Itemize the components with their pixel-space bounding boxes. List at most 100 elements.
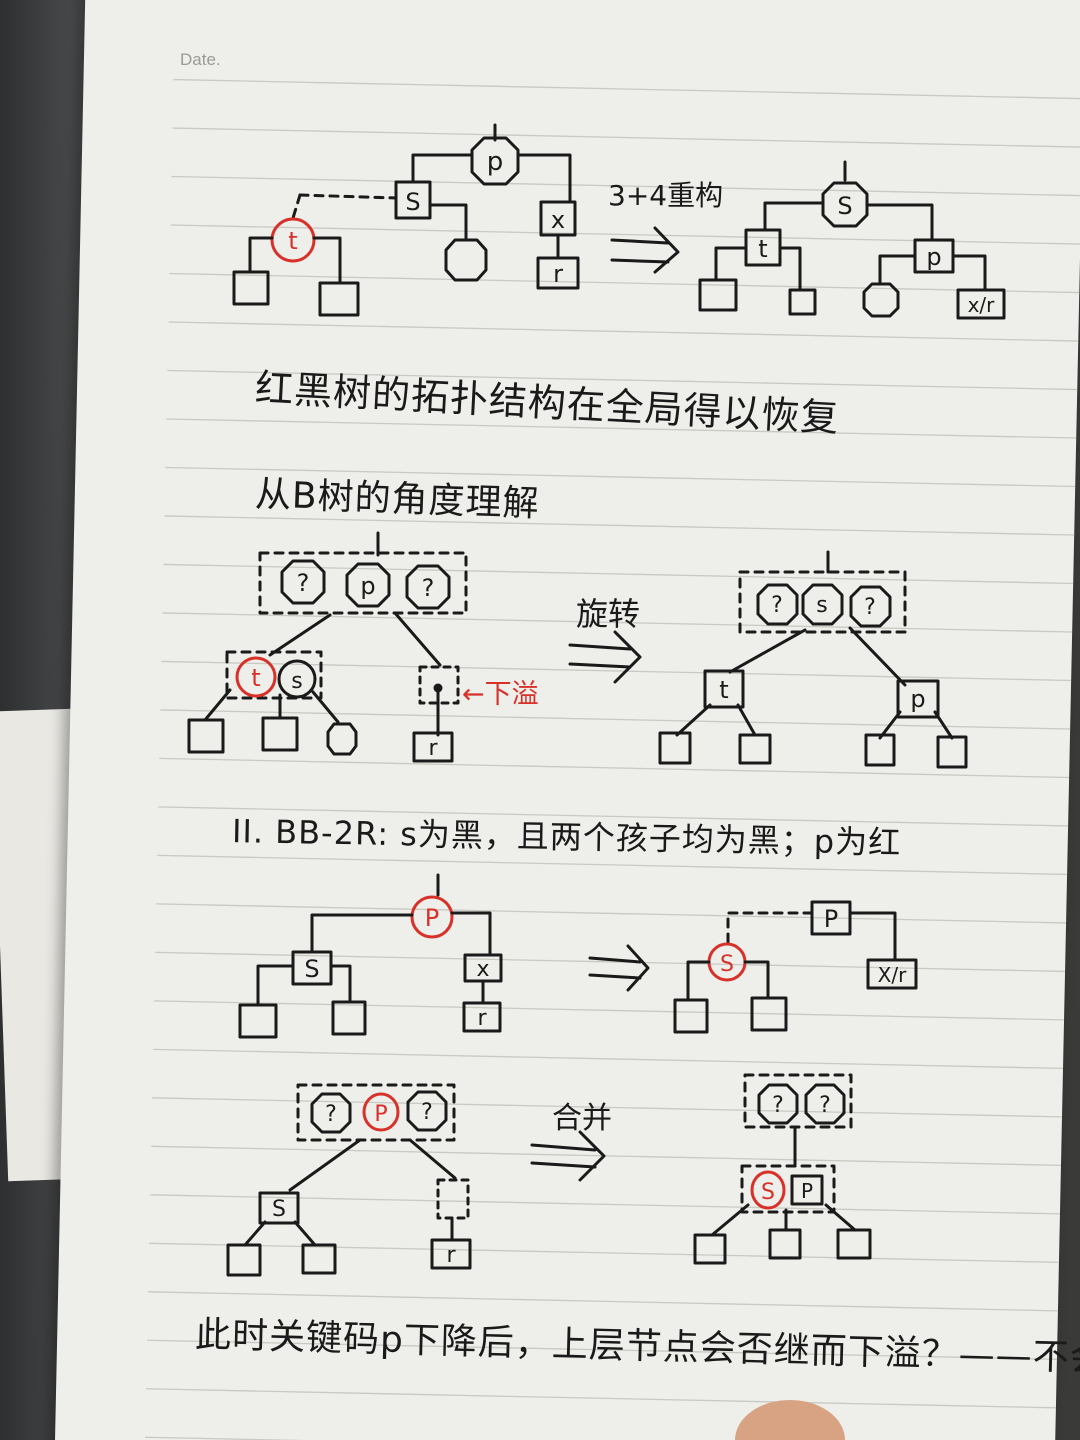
d4-result-q1: ? [772, 1093, 784, 1118]
result-p: p [910, 685, 925, 713]
square-node-s [258, 1191, 300, 1225]
diagram-2-after: ? s ? t p [658, 550, 968, 769]
rule-line [171, 175, 1080, 197]
q1-label: ? [297, 569, 310, 597]
node-t-label: t [288, 227, 297, 255]
rule-line [154, 1000, 1065, 1021]
diagram-2-before: ? p ? t s r ←下溢 [187, 531, 539, 763]
d4-result-q2: ? [819, 1093, 831, 1118]
octagon-node-q2 [849, 585, 892, 628]
d4-p: P [374, 1102, 387, 1127]
s-label: s [291, 669, 302, 694]
square-node-r [462, 1001, 502, 1033]
d3-s-label: S [304, 955, 319, 983]
underflow-node [418, 665, 460, 705]
rule-line [146, 1388, 1056, 1409]
d4-r: r [446, 1243, 456, 1268]
leaf-box [750, 996, 788, 1032]
red-node-s [750, 1170, 786, 1210]
d4-result-s: S [761, 1180, 775, 1205]
rule-line [167, 369, 1078, 391]
octagon-node-q1 [280, 559, 326, 605]
btree-top-group [296, 1083, 456, 1142]
btree-result-top [738, 570, 907, 634]
leaf-box-r [412, 731, 454, 763]
t-label: t [251, 664, 260, 692]
octagon-node-q1 [756, 583, 799, 626]
rule-line [152, 1097, 1063, 1118]
btree-top-group [258, 551, 468, 615]
leaf-box [788, 288, 817, 316]
rule-line [156, 903, 1067, 924]
rule-line [148, 1291, 1058, 1312]
leaf-box [836, 1228, 872, 1260]
square-node-p [896, 679, 940, 719]
arrow-label-rotate: 旋转 [576, 595, 640, 633]
date-label: Date. [180, 50, 221, 69]
d4-q1: ? [325, 1102, 337, 1127]
rule-line [164, 515, 1075, 536]
leaf-box [318, 281, 360, 317]
d3-result-s: S [720, 952, 734, 977]
rule-line [173, 78, 1080, 100]
d3-r-label: r [477, 1006, 487, 1031]
octagon-node-s [801, 583, 844, 626]
node-p-label: p [487, 147, 504, 177]
square-node-xr [866, 958, 918, 990]
node-x-label: x [551, 206, 565, 234]
octagon-leaf [326, 722, 358, 756]
arrow-label-merge: 合并 [552, 1101, 612, 1136]
note-btree-perspective: 从B树的角度理解 [254, 474, 541, 525]
square-node-s [291, 950, 333, 986]
btree-result-top [743, 1073, 853, 1129]
leaf-box [698, 278, 738, 312]
result-q2: ? [864, 595, 876, 620]
leaf-box [238, 1003, 278, 1039]
red-node-t [270, 217, 316, 263]
leaf-box [936, 735, 968, 769]
diagram-1-before: p S t x r [232, 123, 580, 317]
btree-left-group [225, 650, 323, 700]
btree-merged-group [740, 1164, 836, 1214]
leaf-box [658, 731, 692, 765]
octagon-node-q2 [406, 1090, 448, 1132]
leaf-box [673, 998, 709, 1034]
leaf-box [693, 1233, 727, 1265]
square-node-p [810, 900, 852, 936]
leaf-box [768, 1228, 802, 1260]
d4-result-p: P [801, 1179, 813, 1203]
node-r-label: r [553, 260, 563, 288]
rule-line [162, 612, 1073, 633]
octagon-leaf [444, 238, 488, 282]
rule-line [155, 951, 1066, 973]
leaf-box [301, 1243, 337, 1275]
rule-line [151, 1145, 1062, 1167]
red-node-t [235, 656, 277, 698]
d4-q2: ? [421, 1100, 433, 1125]
leaf-box-r [430, 1238, 472, 1270]
arrow-label-3plus4: 3+4重构 [608, 179, 723, 212]
rule-line [172, 127, 1080, 148]
result-node-p: p [926, 243, 941, 271]
diagram-3-after: P S X/r [673, 900, 918, 1034]
octagon-node-q1 [310, 1092, 352, 1134]
leaf-box [232, 270, 270, 306]
rule-line [149, 1242, 1059, 1264]
leaf-box [331, 1000, 367, 1036]
notebook-page [54, 0, 1080, 1440]
square-node-p [790, 1174, 824, 1206]
diagram-2-arrow: 旋转 [568, 595, 642, 684]
octagon-node-q1 [757, 1083, 799, 1125]
rule-line [158, 806, 1069, 827]
octagon-node-q2 [405, 564, 451, 610]
diagram-3-arrow [588, 944, 650, 992]
d3-result-xr: X/r [878, 963, 907, 987]
leaf-box [738, 733, 772, 765]
p-label: p [360, 572, 375, 600]
octagon-node-p [470, 136, 520, 186]
diagram-4-arrow: 合并 [530, 1101, 612, 1182]
octagon-leaf [862, 282, 900, 318]
diagram-4-before: ? P ? S r [226, 1083, 472, 1277]
leaf-box [187, 718, 225, 754]
